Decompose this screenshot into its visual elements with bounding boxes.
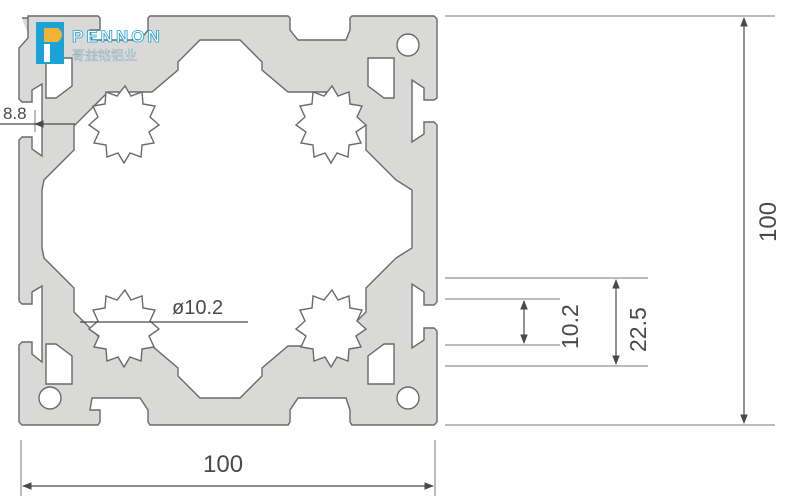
hole-diameter-label: ø10.2	[172, 297, 223, 319]
corner-hole-bottom-right	[396, 386, 420, 410]
logo-brand-text: PENNON	[72, 27, 163, 46]
logo-mark-accent	[44, 28, 62, 42]
corner-cavity-bottom-right	[367, 343, 395, 385]
brand-logo: PENNON 哥益铭铝业	[36, 22, 163, 64]
bore-top-left	[87, 84, 161, 165]
dim-slot-pitch: 22.5	[612, 279, 651, 365]
profile-section	[18, 15, 438, 426]
width-label: 100	[203, 451, 243, 478]
corner-cavity-bottom-left	[45, 343, 73, 385]
corner-hole-bottom-left	[38, 386, 62, 410]
bore-top-right	[294, 84, 368, 165]
dim-overall-height: 100	[445, 15, 782, 426]
slot-width-label: 10.2	[557, 304, 583, 349]
height-label: 100	[755, 202, 782, 242]
slot-pitch-label: 22.5	[625, 307, 651, 352]
slot-depth-label: 8.8	[3, 104, 27, 123]
dim-slot-width: 10.2	[445, 277, 648, 367]
bore-bottom-left	[87, 288, 161, 369]
dim-hole-diameter: ø10.2	[80, 297, 248, 323]
logo-subtitle: 哥益铭铝业	[72, 49, 137, 64]
corner-hole-top-right	[396, 33, 420, 57]
bore-bottom-right	[294, 288, 368, 369]
dim-overall-width: 100	[20, 440, 436, 496]
dim-slot-depth: 8.8	[0, 104, 75, 132]
corner-cavity-top-right	[367, 57, 395, 99]
corner-cavity-top-left	[45, 57, 73, 99]
